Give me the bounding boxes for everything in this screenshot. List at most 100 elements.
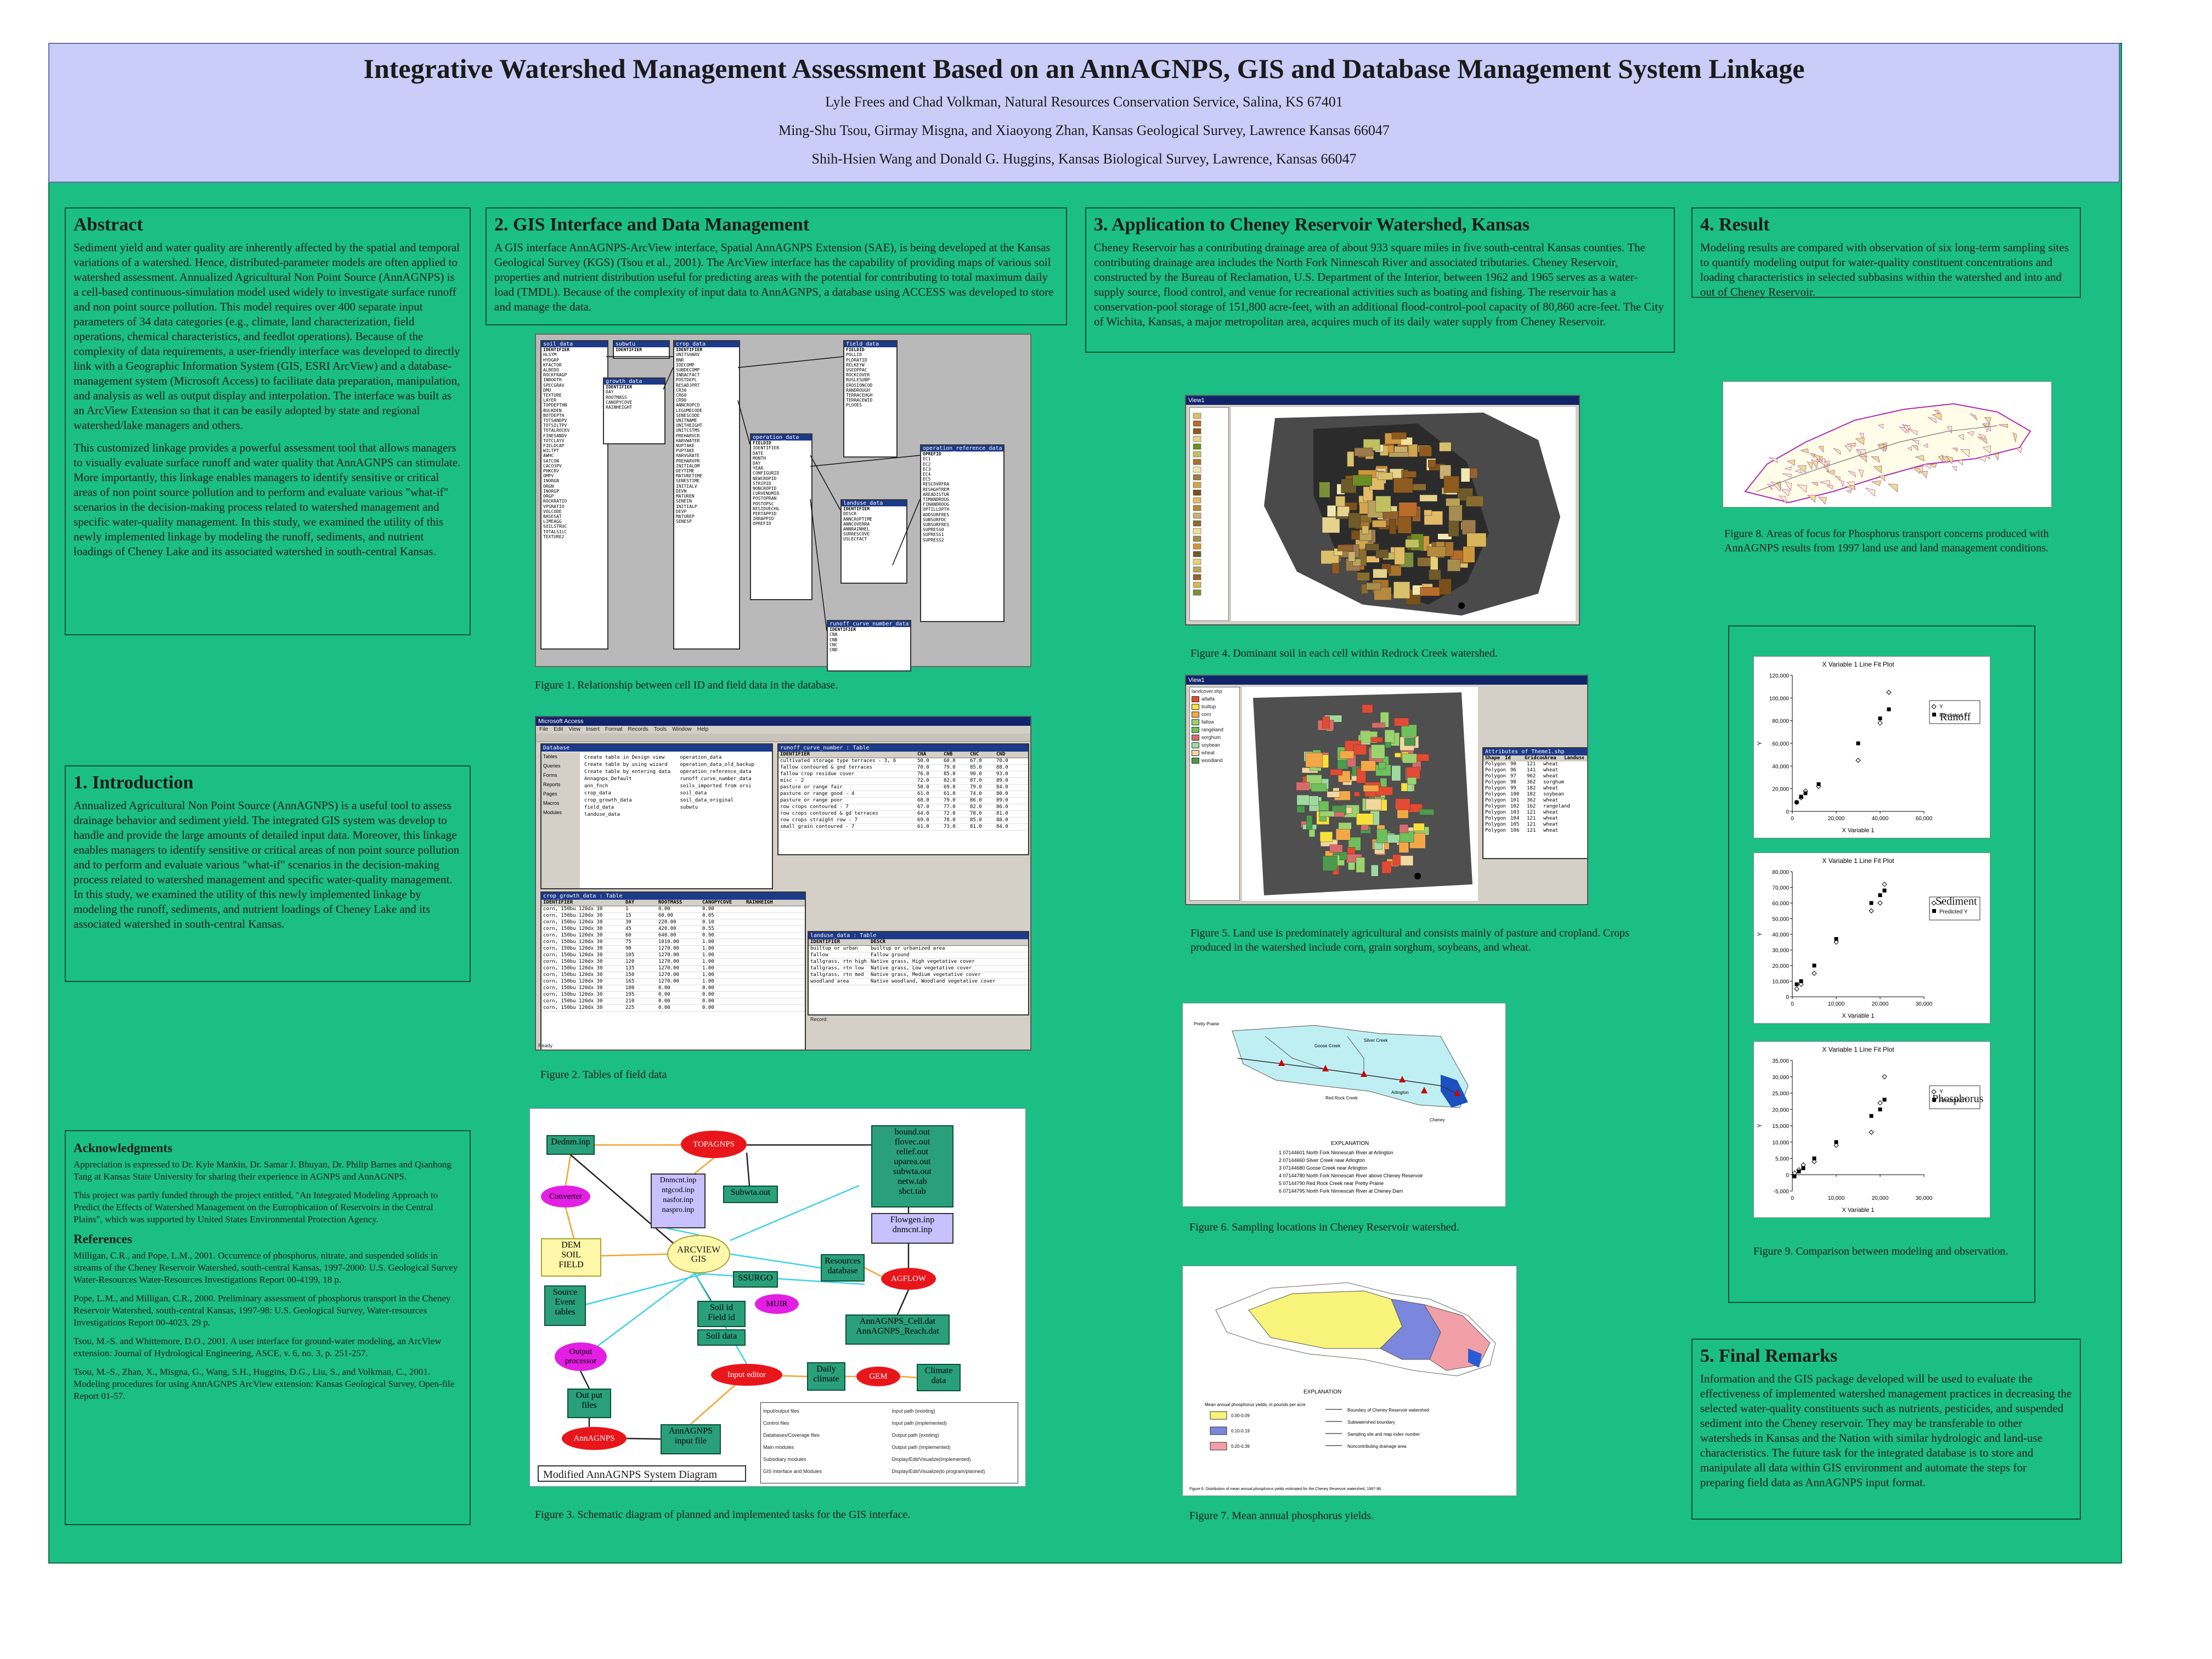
database-item[interactable]: soil_data_original [680,798,734,803]
object-modules[interactable]: Modules [543,810,562,815]
legend-swatch [1192,711,1199,718]
chart-2-svg: X Variable 1 Line Fit Plot-5,00005,00010… [1757,1046,1980,1214]
menu-item-records[interactable]: Records [628,726,648,732]
database-item[interactable]: soils_imported from orsi [680,783,752,789]
database-item[interactable]: field_data [584,805,614,810]
fig8-cell [1952,448,1958,452]
fig1-field: FINANDROUG [923,502,950,507]
attr-cell: wheat [1543,786,1559,791]
object-macros[interactable]: Macros [543,800,560,806]
menu-item-insert[interactable]: Insert [585,726,600,732]
object-reports[interactable]: Reports [543,782,561,787]
fig8-cell [1811,482,1818,486]
database-item[interactable]: Create table by entering data [584,769,671,775]
table-cell: 180 [625,985,635,991]
database-item[interactable]: runoff_curve_number_data [680,776,752,782]
database-item[interactable]: soil_data [680,791,707,796]
fig8-cell [1840,480,1845,487]
menu-item-format[interactable]: Format [605,726,623,732]
object-tables[interactable]: Tables [543,754,558,759]
soil-cell [1337,506,1350,517]
gis-paragraph: A GIS interface AnnAGNPS-ArcView interfa… [494,241,1054,313]
menu-item-tools[interactable]: Tools [653,726,667,732]
database-item[interactable]: Annagnps_Default [584,776,632,782]
object-pages[interactable]: Pages [543,791,557,797]
fig8-cell [1797,465,1807,473]
soil-legend-swatch [1193,535,1201,542]
object-forms[interactable]: Forms [543,772,557,778]
phosphorus-label: Phosphorus [1932,1093,1984,1105]
attr-cell: 141 [1527,768,1536,773]
database-item[interactable]: operation_data [680,755,722,760]
object-queries[interactable]: Queries [543,763,561,769]
soil-legend-swatch [1193,589,1201,596]
menu-item-edit[interactable]: Edit [554,726,563,732]
landuse-cell [1371,865,1379,877]
x-tick-label: 0 [1791,1195,1794,1201]
soil-cell [1352,475,1372,486]
attr-cell: 105 [1510,822,1520,827]
menu-item-file[interactable]: File [539,726,549,732]
menu-item-view[interactable]: View [568,726,580,732]
fig8-cell [1847,442,1857,447]
menu-item-help[interactable]: Help [697,726,709,732]
database-item[interactable]: crop_growth_data [584,798,632,803]
database-item[interactable]: operation_reference_data [680,769,752,775]
table-cell: 64.0 [917,811,929,816]
database-item[interactable]: operation_data_old_backup [680,762,754,768]
database-item[interactable]: Create table by using wizard [584,762,668,768]
database-item[interactable]: Create table in Design view [584,755,665,760]
database-item[interactable]: subwtu [680,805,698,810]
database-item[interactable]: crop_data [584,791,611,796]
database-item[interactable]: landuse_data [584,812,620,817]
database-item[interactable]: ann_fnch [584,783,608,789]
fig3-node-dednm: Dednm.inp [546,1135,595,1155]
menu-item-window[interactable]: Window [672,726,692,732]
